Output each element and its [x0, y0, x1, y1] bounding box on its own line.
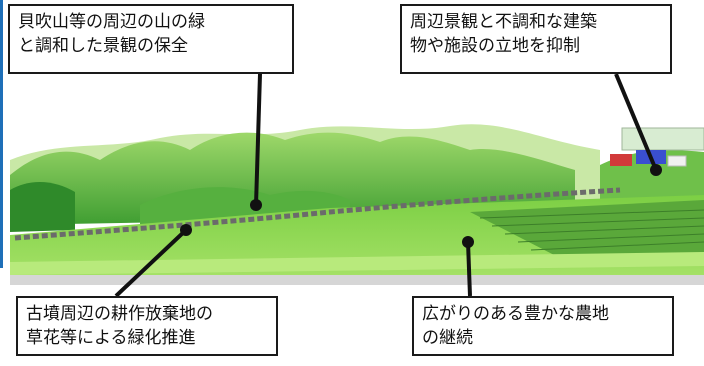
foreground-hill-left [10, 181, 75, 232]
callout-farmland-continuation: 広がりのある豊かな農地 の継続 [412, 296, 674, 356]
callout-text-line-2: の継続 [422, 328, 473, 348]
white-building [667, 155, 687, 167]
ground-base [10, 275, 704, 285]
factory-building [610, 154, 632, 166]
dot-top-right [650, 164, 662, 176]
callout-text-line-1: 周辺景観と不調和な建築 [410, 12, 597, 32]
leader-dots [180, 164, 662, 248]
callout-text-line-1: 広がりのある豊かな農地 [422, 304, 609, 324]
dot-bottom-right [462, 236, 474, 248]
crop-rows [479, 209, 704, 251]
left-accent-rule [0, 0, 3, 268]
callout-greening-promotion: 古墳周辺の耕作放棄地の 草花等による緑化推進 [16, 296, 278, 356]
road-line [14, 187, 621, 241]
tilled-fields [470, 200, 704, 258]
leader-top-right [614, 73, 658, 171]
leader-bottom-right [466, 241, 472, 297]
callout-text-line-2: と調和した景観の保全 [18, 36, 188, 56]
leader-top-left [254, 73, 262, 206]
callout-mountain-conservation: 貝吹山等の周辺の山の緑 と調和した景観の保全 [8, 4, 294, 74]
light-field-strip [10, 252, 704, 275]
callout-text-line-1: 古墳周辺の耕作放棄地の [26, 304, 213, 324]
leader-bottom-left [114, 228, 188, 298]
callout-text-line-1: 貝吹山等の周辺の山の緑 [18, 12, 205, 32]
dot-bottom-left [180, 224, 192, 236]
greenhouse [621, 127, 704, 151]
callout-text-line-2: 草花等による緑化推進 [26, 328, 196, 348]
callout-text-line-2: 物や施設の立地を抑制 [410, 36, 580, 56]
leader-lines [114, 73, 658, 298]
callout-building-restriction: 周辺景観と不調和な建築 物や施設の立地を抑制 [400, 4, 672, 74]
dot-top-left [250, 199, 262, 211]
